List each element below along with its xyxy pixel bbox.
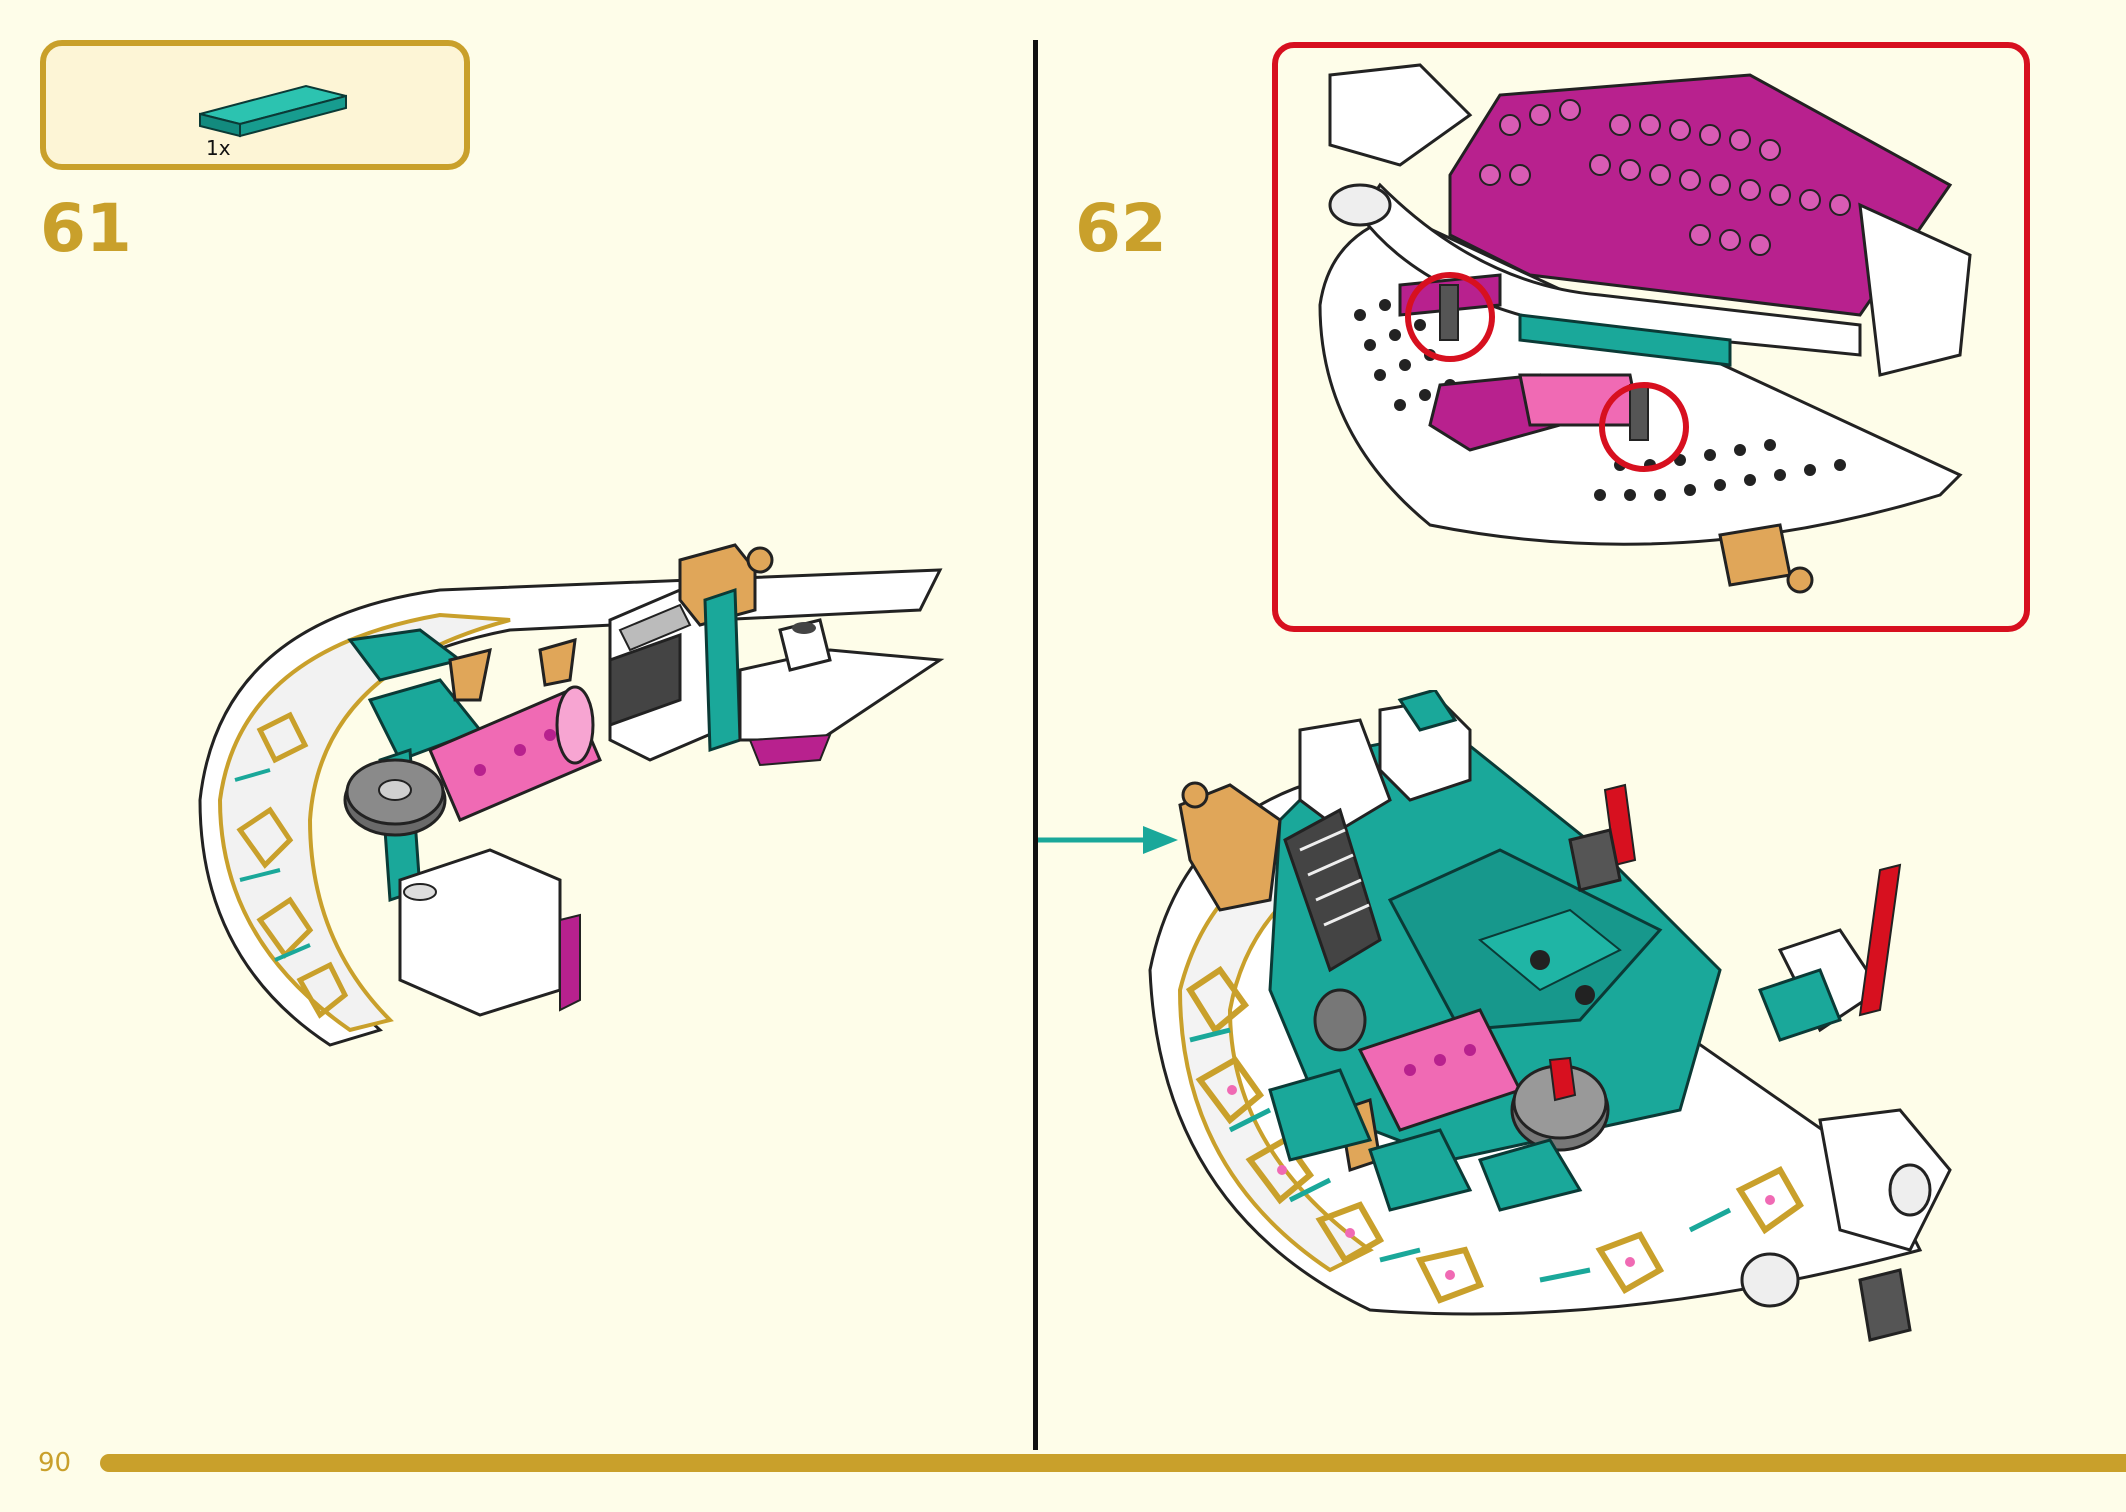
step-divider (1033, 40, 1038, 1450)
parts-list-box: 1x (40, 40, 470, 170)
callout-model-illustration (1318, 63, 1972, 594)
page-number: 90 (38, 1448, 72, 1478)
step-number-61: 61 (40, 190, 132, 267)
teal-tile-icon (199, 84, 347, 138)
footer-bar (100, 1454, 2126, 1472)
step-62-model-illustration (1148, 690, 1952, 1342)
callout-box (1272, 42, 2030, 632)
arrow-right-icon (1038, 826, 1178, 854)
part-quantity: 1x (206, 136, 231, 160)
step-61-model-illustration (198, 543, 945, 1047)
step-number-62: 62 (1075, 190, 1167, 267)
